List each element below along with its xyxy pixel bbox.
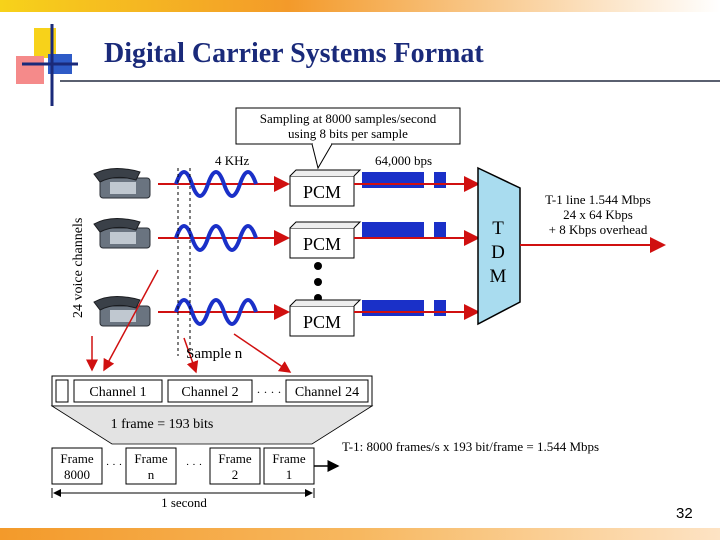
frame-n-top: Frame xyxy=(134,451,167,466)
page-number: 32 xyxy=(676,505,693,522)
bottom-accent-bar xyxy=(0,528,720,540)
frame-channel-1: Channel 1 xyxy=(89,385,146,400)
top-accent-bar xyxy=(0,0,720,12)
t1-overhead: + 8 Kbps overhead xyxy=(549,222,648,237)
sampling-note-line1: Sampling at 8000 samples/second xyxy=(260,111,437,126)
channel-row-1: PCM xyxy=(93,168,480,207)
frame-2-top: Frame xyxy=(218,451,251,466)
frequency-label: 4 KHz xyxy=(215,153,250,168)
pcm-label-3: PCM xyxy=(303,312,341,332)
tdm-letter-d: D xyxy=(491,242,505,263)
frame-ellipsis-left: · · · xyxy=(106,459,123,471)
telephone-icon xyxy=(93,218,151,249)
ellipsis-dot xyxy=(314,278,322,286)
frame-1-bottom: 1 xyxy=(286,467,293,482)
slide-title: Digital Carrier Systems Format xyxy=(104,38,484,69)
frames-row: Frame 8000 Frame n Frame 2 Frame 1 · · ·… xyxy=(51,447,340,485)
red-arrow-channel-1b xyxy=(103,269,159,372)
tdm-letter-m: M xyxy=(490,266,507,287)
sample-n-label: Sample n xyxy=(186,346,243,362)
sampling-callout: Sampling at 8000 samples/second using 8 … xyxy=(235,107,461,170)
t1-line-rate: T-1 line 1.544 Mbps xyxy=(545,192,651,207)
frame-structure: Channel 1 Channel 2 Channel 24 · · · · 1… xyxy=(50,375,374,445)
t1-channel-rate: 24 x 64 Kbps xyxy=(563,207,633,222)
frame-n-bottom: n xyxy=(148,467,155,482)
frame-8000-bottom: 8000 xyxy=(64,467,90,482)
frame-1-top: Frame xyxy=(272,451,305,466)
tdm-multiplexer: T D M xyxy=(477,166,521,326)
telephone-icon xyxy=(93,296,151,327)
frame-size-label: 1 frame = 193 bits xyxy=(111,417,214,432)
frame-8000-top: Frame xyxy=(60,451,93,466)
channel-row-2: PCM xyxy=(93,218,480,259)
bitrate-label: 64,000 bps xyxy=(375,153,432,168)
one-second-label: 1 second xyxy=(161,495,207,510)
title-divider xyxy=(60,80,720,82)
ellipsis-dot xyxy=(314,262,322,270)
pcm-label-1: PCM xyxy=(303,182,341,202)
telephone-icon xyxy=(93,168,151,199)
frame-channel-2: Channel 2 xyxy=(181,385,238,400)
channel-row-24: PCM xyxy=(93,296,480,337)
red-arrow-channel-24 xyxy=(233,333,292,373)
sampling-note-line2: using 8 bits per sample xyxy=(288,126,408,141)
frame-channel-24: Channel 24 xyxy=(295,385,359,400)
voice-channels-label: 24 voice channels xyxy=(71,218,86,318)
tdm-letter-t: T xyxy=(492,218,504,239)
t1-formula: T-1: 8000 frames/s x 193 bit/frame = 1.5… xyxy=(342,439,599,454)
channel-ellipsis: · · · · xyxy=(257,385,282,399)
pcm-label-2: PCM xyxy=(303,234,341,254)
frame-ellipsis-right: · · · xyxy=(186,459,203,471)
corner-squares-logo xyxy=(16,24,78,106)
red-arrow-channel-2 xyxy=(183,337,199,374)
frame-2-bottom: 2 xyxy=(232,467,239,482)
